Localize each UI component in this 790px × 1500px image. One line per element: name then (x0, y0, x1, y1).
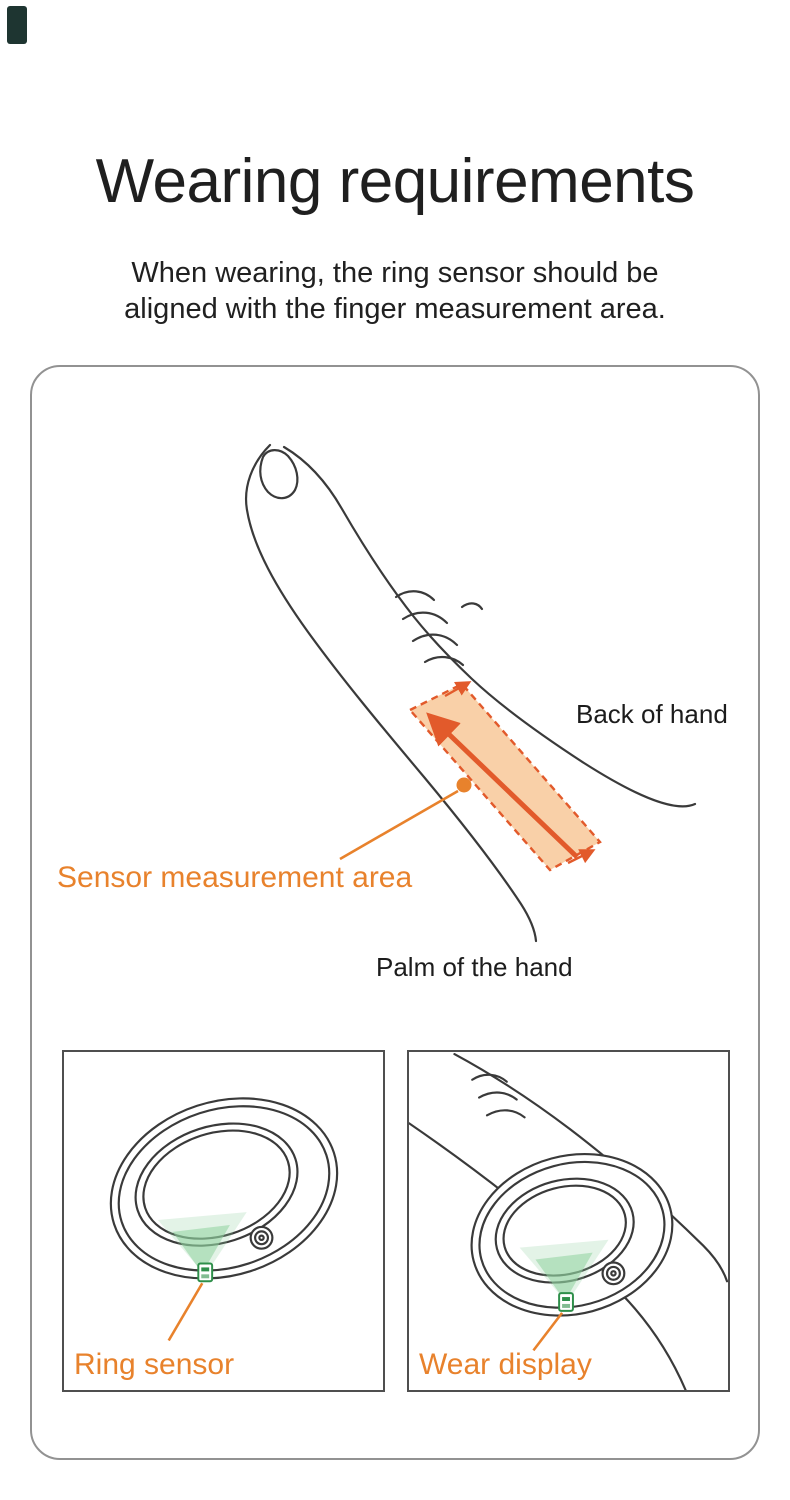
inset-wear-display: Wear display (407, 1050, 730, 1392)
band-bottom-arrow (567, 849, 596, 865)
ring-inner-button (249, 1225, 274, 1250)
fingernail (259, 449, 299, 500)
knuckle-wrinkles (394, 590, 484, 667)
worn-ring-inner-button (601, 1261, 626, 1286)
worn-ring-sensor-glow (519, 1239, 609, 1303)
subtitle-line-2: aligned with the finger measurement area… (124, 292, 666, 325)
finger-outline (245, 443, 697, 943)
page-subtitle: When wearing, the ring sensor should be … (0, 256, 790, 328)
label-back-of-hand: Back of hand (576, 699, 728, 729)
label-sensor-measurement-area: Sensor measurement area (57, 861, 413, 894)
page-title: Wearing requirements (95, 147, 695, 216)
band-direction-arrow (426, 712, 579, 859)
sensor-area-leader-line (339, 789, 459, 861)
sensor-area-dot (456, 777, 472, 793)
band-top-arrow (444, 681, 472, 698)
wear-display-leader-line (532, 1312, 564, 1352)
corner-artifact (7, 6, 27, 44)
sensor-measurement-band (408, 681, 602, 872)
finger-diagram-illustration (245, 443, 697, 943)
ring-illustration (109, 1097, 339, 1342)
ring-sensor-leader-line (167, 1282, 204, 1342)
worn-ring-sensor-chip (558, 1292, 574, 1312)
worn-ring-illustration (409, 1053, 728, 1390)
subtitle-line-1: When wearing, the ring sensor should be (131, 257, 659, 289)
label-wear-display: Wear display (419, 1348, 592, 1381)
ring-band (109, 1097, 339, 1280)
ring-sensor-chip (197, 1262, 214, 1283)
worn-finger-wrinkles (471, 1073, 526, 1119)
diagram-card: Back of hand Sensor measurement area Pal… (30, 365, 760, 1460)
inset-ring-sensor: Ring sensor (62, 1050, 385, 1392)
label-ring-sensor: Ring sensor (74, 1348, 235, 1381)
ring-sensor-glow (157, 1212, 247, 1276)
label-palm-of-hand: Palm of the hand (376, 952, 573, 982)
